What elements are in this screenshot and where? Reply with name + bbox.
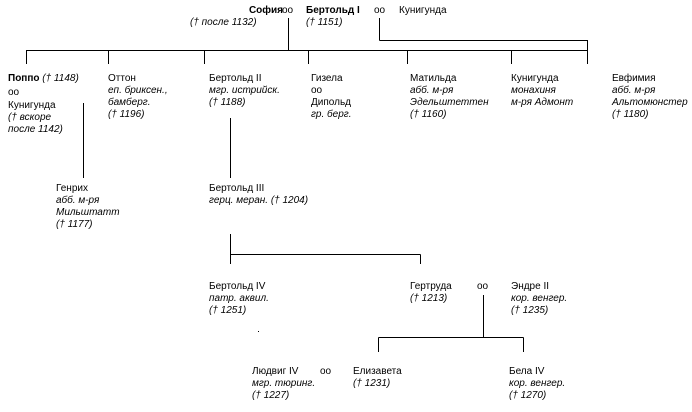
person-name: Бертольд IV [209,281,266,292]
person-evfimia: Евфимия абб. м-ря Альтомюнстер († 1180) [612,73,688,121]
marriage-symbol: оо [374,5,386,16]
person-endre-2: Эндре II кор. венгер. († 1235) [511,281,567,317]
person-title: патр. аквил. [209,293,269,304]
spouse-name: Дипольд [311,97,351,108]
person-dates: († 1227) [252,390,290,401]
person-dates: († 1270) [509,390,547,401]
person-title: абб. м-ря [56,195,100,206]
person-dates: († 1177) [56,219,93,230]
person-name-line: Поппо († 1148) [8,73,79,85]
person-sofia: София [221,5,283,17]
person-dates: († после 1132) [190,17,257,28]
person-kunigunda-poppo-wife: Кунигунда († вскоре после 1142) [8,100,63,136]
person-dates-2: после 1142) [8,124,63,135]
person-gizela: Гизела оо Дипольд гр. берг. [311,73,352,121]
person-dates: († 1188) [209,97,246,108]
person-name: Матильда [410,73,457,84]
person-otton: Оттон еп. бриксен., бамберг. († 1196) [108,73,168,121]
person-name: Елизавета [353,366,402,377]
person-title-2: Альтомюнстер [612,97,688,108]
marriage-symbol: оо [8,87,20,98]
person-title-2: Мильштатт [56,207,120,218]
person-bertold-2: Бертольд II мгр. истрийск. († 1188) [209,73,280,109]
person-kunigunda-wife: Кунигунда [399,5,447,17]
person-dates: († 1160) [410,109,447,120]
marriage-symbol: оо [282,5,294,16]
person-elizaveta: Елизавета († 1231) [353,366,402,390]
person-name: Эндре II [511,281,550,292]
person-dates: († 1235) [511,305,549,316]
person-dates: († 1151) [306,17,343,28]
person-title: монахиня [511,85,556,96]
person-name: Кунигунда [511,73,559,84]
person-name: Оттон [108,73,136,84]
person-name: Бертольд III [209,183,265,194]
person-title: мгр. истрийск. [209,85,280,96]
person-dates: († вскоре [8,112,52,123]
person-bertold-4: Бертольд IV патр. аквил. († 1251) [209,281,269,317]
person-name: Гизела [311,73,343,84]
person-name: Бертольд I [306,5,360,16]
person-title: мгр. тюринг. [252,378,316,389]
person-dates: († 1251) [209,305,247,316]
marriage-symbol: оо [477,281,489,292]
person-title-2: бамберг. [108,97,151,108]
person-gertruda: Гертруда († 1213) [410,281,452,305]
marriage-symbol: оо [320,366,332,377]
person-title-2: Эдельштеттен [410,97,489,108]
person-title: кор. венгер. [511,293,568,304]
person-matilda: Матильда абб. м-ря Эдельштеттен († 1160) [410,73,489,121]
person-title: кор. венгер. [509,378,566,389]
person-name: Кунигунда [8,100,56,111]
person-title: абб. м-ря [410,85,454,96]
person-dates: († 1196) [108,109,145,120]
person-name: Поппо [8,73,40,84]
person-ludvig-4: Людвиг IV мгр. тюринг. († 1227) [252,366,315,402]
person-name: Кунигунда [399,5,447,16]
person-name: Евфимия [612,73,656,84]
person-bertold-1: Бертольд I († 1151) [306,5,360,29]
person-name: Бертольд II [209,73,262,84]
marriage-symbol: оо [311,85,323,96]
person-title: еп. бриксен., [108,85,168,96]
spouse-title: гр. берг. [311,109,352,120]
person-title-dates: герц. меран. († 1204) [209,195,309,206]
stray-dot [258,331,259,332]
person-sofia-dates: († после 1132) [190,17,257,29]
person-title-2: м-ря Адмонт [511,97,574,108]
person-dates: († 1148) [42,73,79,84]
person-dates: († 1213) [410,293,448,304]
person-poppo: Поппо († 1148) [8,73,79,85]
person-dates: († 1180) [612,109,649,120]
person-name: Бела IV [509,366,545,377]
person-title: абб. м-ря [612,85,656,96]
person-name: Людвиг IV [252,366,299,377]
person-bertold-3: Бертольд III герц. меран. († 1204) [209,183,308,207]
person-kunigunda-nun: Кунигунда монахиня м-ря Адмонт [511,73,573,109]
person-name: София [248,5,283,16]
person-dates: († 1231) [353,378,391,389]
person-bela-4: Бела IV кор. венгер. († 1270) [509,366,565,402]
person-genrih: Генрих абб. м-ря Мильштатт († 1177) [56,183,120,231]
person-name: Генрих [56,183,88,194]
person-name: Гертруда [410,281,452,292]
